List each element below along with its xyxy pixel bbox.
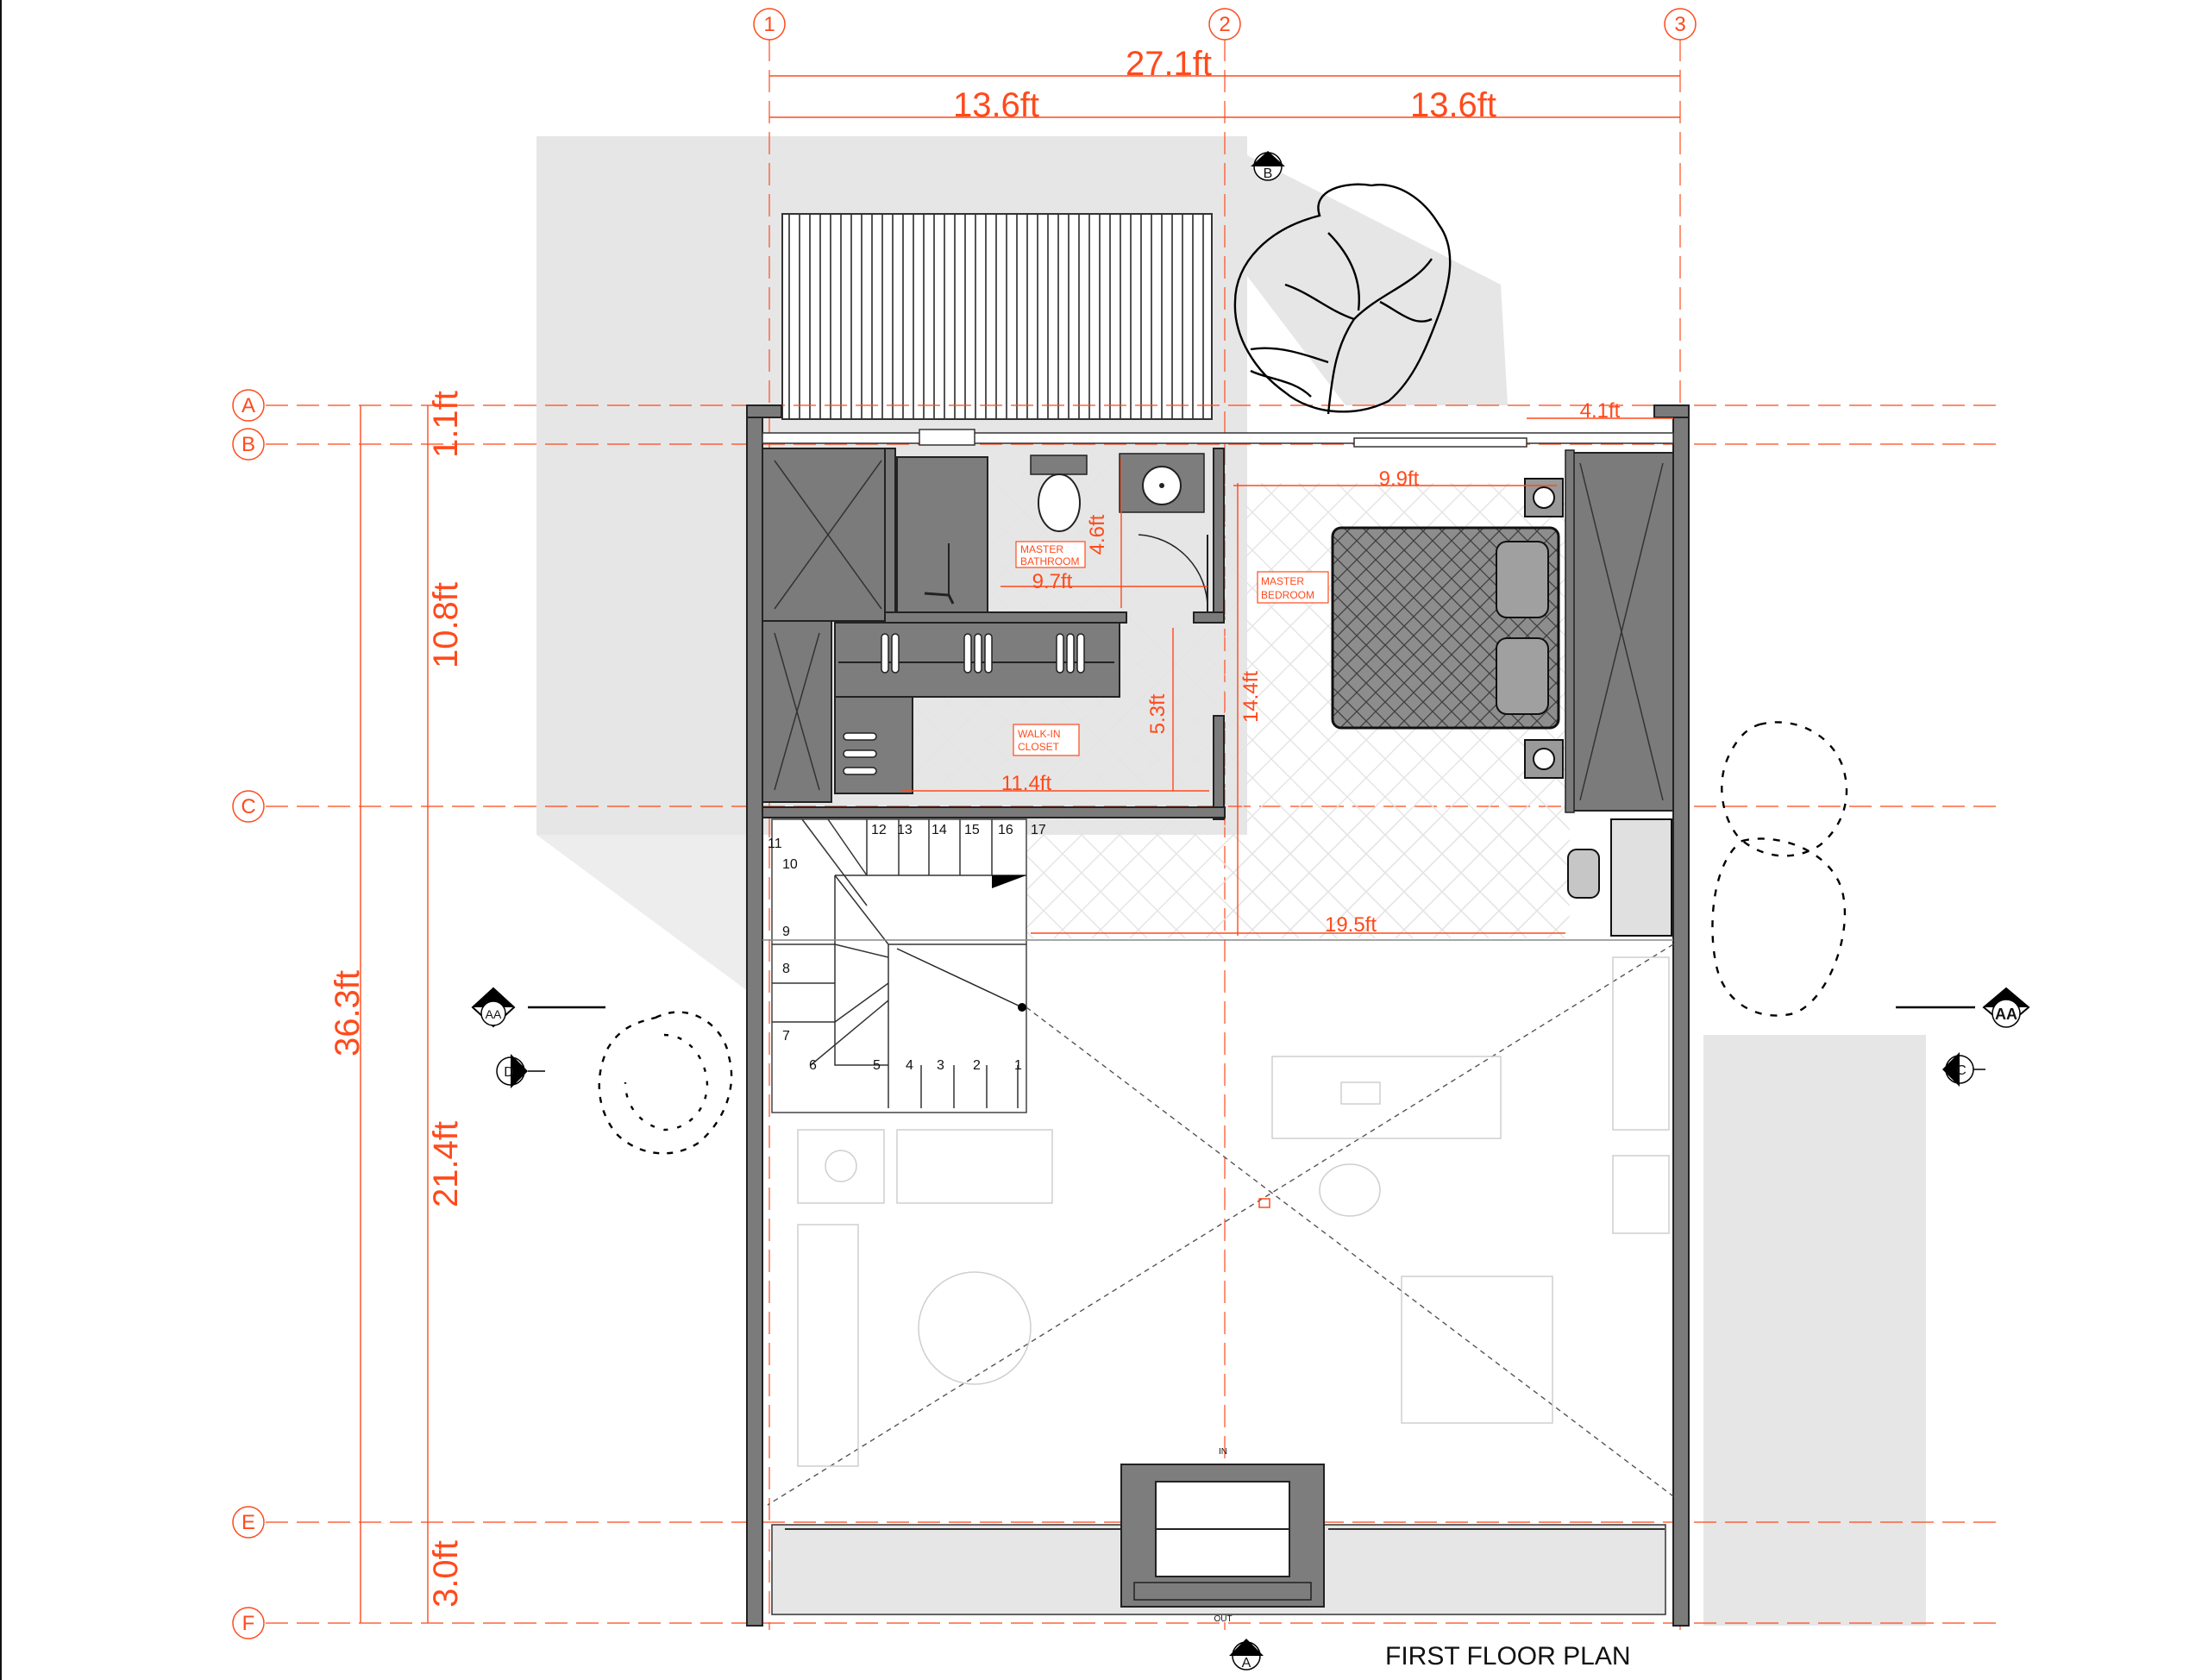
grid-label-row-f: F bbox=[242, 1612, 255, 1635]
dim-closet-depth: 5.3ft bbox=[1146, 693, 1170, 734]
stair-number: 4 bbox=[906, 1058, 913, 1073]
grid-label-row-a: A bbox=[242, 394, 255, 417]
section-marker-c-right bbox=[1942, 1052, 1985, 1087]
section-label-aa-left: AA bbox=[486, 1007, 502, 1021]
interior-walls bbox=[762, 448, 1674, 820]
section-marker-a-bottom bbox=[1229, 1639, 1264, 1671]
landing-floor bbox=[1026, 818, 1568, 938]
stair-numbers: 1 2 3 4 5 6 7 8 9 10 11 12 13 14 15 16 1… bbox=[768, 823, 1046, 1073]
stair-number: 14 bbox=[932, 823, 947, 837]
dim-overall-width: 27.1ft bbox=[1126, 45, 1212, 83]
closet-fixtures bbox=[834, 622, 1120, 794]
stair-number: 15 bbox=[964, 823, 980, 837]
grid-bubbles bbox=[232, 8, 1697, 1639]
grid-label-row-b: B bbox=[242, 433, 255, 456]
section-marker-aa-left bbox=[471, 987, 605, 1028]
dimension-lines bbox=[360, 75, 1680, 1623]
entry-stair bbox=[1120, 1464, 1325, 1608]
stair-number: 2 bbox=[973, 1058, 981, 1073]
dim-closet-width: 11.4ft bbox=[1001, 772, 1052, 795]
tree-left bbox=[598, 1011, 733, 1155]
section-label-c: C bbox=[1956, 1063, 1966, 1078]
section-label-d: D bbox=[504, 1065, 514, 1080]
section-marker-aa-right bbox=[1896, 987, 2030, 1028]
stair-number: 13 bbox=[897, 823, 913, 837]
bathroom-label-line2: BATHROOM bbox=[1020, 555, 1079, 567]
dim-bathroom-width: 9.7ft bbox=[1032, 570, 1073, 593]
section-label-b: B bbox=[1264, 166, 1273, 181]
dim-bedroom-width: 9.9ft bbox=[1379, 467, 1420, 491]
stair-number: 11 bbox=[768, 837, 782, 851]
stair-number: 10 bbox=[782, 857, 798, 872]
dim-row-bc: 10.8ft bbox=[427, 582, 465, 668]
open-void bbox=[762, 939, 1674, 1506]
dim-row-ab: 1.1ft bbox=[427, 391, 465, 458]
dim-bedroom-depth: 14.4ft bbox=[1239, 671, 1263, 723]
section-label-a: A bbox=[1242, 1656, 1251, 1671]
stair-number: 16 bbox=[998, 823, 1013, 837]
stair-number: 3 bbox=[937, 1058, 944, 1073]
room-labels bbox=[1013, 541, 1329, 756]
grid-label-row-e: E bbox=[242, 1511, 255, 1534]
dim-row-ef: 3.0ft bbox=[427, 1540, 465, 1608]
closet-label-line2: CLOSET bbox=[1018, 741, 1060, 753]
bedroom-furniture bbox=[1331, 478, 1672, 937]
dim-right-bay: 13.6ft bbox=[1410, 86, 1496, 124]
section-marker-d-left bbox=[496, 1054, 545, 1088]
stair-number: 1 bbox=[1014, 1058, 1022, 1073]
entry-out-label: OUT bbox=[1214, 1614, 1232, 1624]
stair-number: 9 bbox=[782, 925, 790, 939]
section-marker-b-top bbox=[1251, 151, 1285, 181]
bathroom-fixtures bbox=[896, 453, 1208, 613]
dim-overall-depth: 36.3ft bbox=[329, 970, 367, 1056]
grid-label-col-1: 1 bbox=[763, 13, 775, 36]
dim-landing-width: 19.5ft bbox=[1325, 913, 1377, 937]
stair-number: 5 bbox=[873, 1058, 881, 1073]
closet-label-line1: WALK-IN bbox=[1018, 728, 1061, 740]
stair-number: 8 bbox=[782, 962, 790, 976]
staircase bbox=[771, 818, 1027, 1113]
stair-number: 7 bbox=[782, 1029, 790, 1044]
section-label-aa-right: AA bbox=[1995, 1006, 2017, 1023]
dim-row-ce: 21.4ft bbox=[427, 1121, 465, 1207]
bathroom-label-line1: MASTER bbox=[1020, 543, 1063, 555]
dim-balcony-width: 4.1ft bbox=[1580, 399, 1621, 423]
dim-left-bay: 13.6ft bbox=[953, 86, 1039, 124]
entry-in-label: IN bbox=[1219, 1447, 1227, 1457]
stair-number: 17 bbox=[1031, 823, 1046, 837]
grid-label-col-2: 2 bbox=[1219, 13, 1230, 36]
grid-label-row-c: C bbox=[241, 795, 255, 818]
grid-label-col-3: 3 bbox=[1674, 13, 1685, 36]
bedroom-label-line1: MASTER bbox=[1261, 575, 1304, 587]
tree-top bbox=[1233, 183, 1452, 415]
roof-slats bbox=[781, 213, 1213, 420]
stair-number: 12 bbox=[871, 823, 887, 837]
dim-bathroom-depth: 4.6ft bbox=[1086, 514, 1109, 555]
bedroom-label-line2: BEDROOM bbox=[1261, 589, 1314, 601]
stair-number: 6 bbox=[809, 1058, 817, 1073]
drawing-title: FIRST FLOOR PLAN bbox=[1385, 1642, 1631, 1671]
tree-right bbox=[1711, 721, 1848, 1017]
